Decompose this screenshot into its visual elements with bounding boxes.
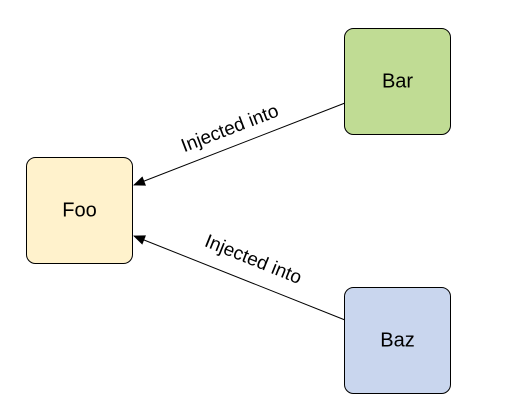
node-bar-box [344, 28, 451, 135]
edge-baz-to-foo-label: Injected into [202, 231, 305, 289]
node-baz[interactable]: Baz [344, 287, 451, 394]
node-foo[interactable]: Foo [26, 157, 133, 264]
node-baz-label: Baz [380, 330, 414, 352]
edge-bar-to-foo-label: Injected into [178, 101, 281, 157]
node-baz-box [344, 287, 451, 394]
edge-baz-to-foo-arrow [133, 235, 346, 321]
node-bar-label: Bar [382, 71, 413, 93]
edge-bar-to-foo-arrow [133, 102, 346, 186]
node-bar[interactable]: Bar [344, 28, 451, 135]
node-foo-box [26, 157, 133, 264]
edge-bar-to-foo: Injected into [133, 101, 346, 186]
node-foo-label: Foo [62, 200, 96, 222]
edge-baz-to-foo: Injected into [133, 231, 346, 321]
